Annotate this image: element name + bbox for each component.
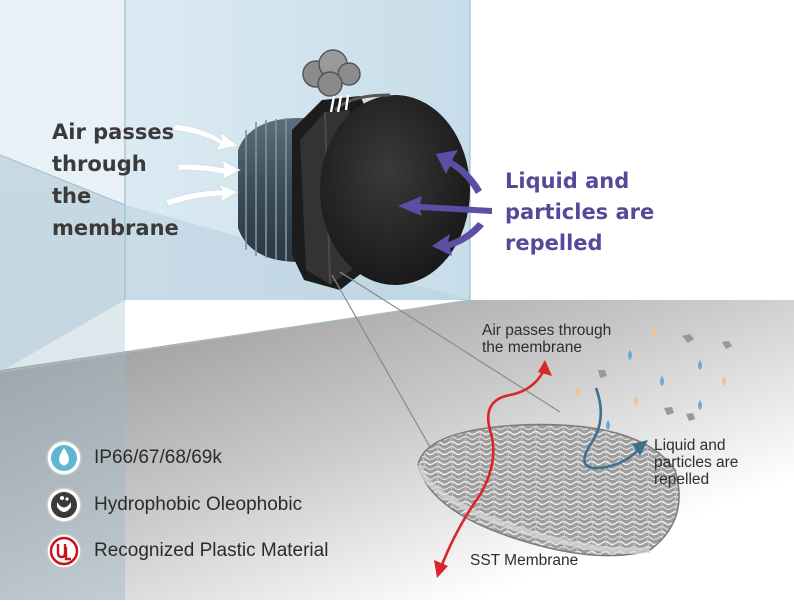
- feature-label: Recognized Plastic Material: [94, 540, 329, 561]
- vapor-cloud-icon: [302, 49, 361, 113]
- sst-membrane-label: SST Membrane: [470, 552, 579, 569]
- air-inflow-arrows: [165, 123, 241, 207]
- liquid-repelled-line: repelled: [505, 231, 603, 255]
- repel-arrows: [398, 150, 492, 256]
- air-passes-line: membrane: [52, 216, 179, 240]
- liquid-repelled-label: Liquid and particles are repelled: [505, 166, 654, 259]
- particles: [576, 326, 732, 430]
- air-passes-line: through: [52, 152, 147, 176]
- sst-membrane-disc: [415, 423, 680, 557]
- liquid-repelled-line: Liquid and: [505, 169, 630, 193]
- membrane-air-line: the membrane: [482, 339, 582, 356]
- air-passes-line: Air passes: [52, 120, 175, 144]
- membrane-air-line: Air passes through: [482, 322, 612, 339]
- membrane-air-label: Air passes through the membrane: [482, 322, 611, 356]
- leaf-shield-icon: [46, 487, 82, 523]
- ul-mark-icon: [46, 533, 82, 569]
- air-passes-line: the: [52, 184, 92, 208]
- wall-left-face: [0, 0, 125, 205]
- membrane-liquid-line: particles are: [654, 454, 739, 471]
- feature-ip-rating: IP66/67/68/69k: [46, 440, 222, 476]
- membrane-liquid-line: repelled: [654, 471, 710, 488]
- air-path-arrow: [434, 360, 552, 578]
- water-drop-icon: [46, 440, 82, 476]
- feature-label: Hydrophobic Oleophobic: [94, 494, 303, 515]
- membrane-liquid-label: Liquid and particles are repelled: [654, 437, 738, 488]
- air-passes-label: Air passes through the membrane: [52, 116, 179, 244]
- feature-hydrophobic: Hydrophobic Oleophobic: [46, 487, 302, 523]
- callout-leader-lines: [331, 271, 561, 448]
- liquid-repelled-line: particles are: [505, 200, 655, 224]
- wall-shadow: [0, 155, 125, 600]
- feature-label: IP66/67/68/69k: [94, 447, 222, 468]
- vent-plug: [238, 93, 470, 290]
- feature-ul-material: Recognized Plastic Material: [46, 533, 328, 569]
- liquid-repel-arrow: [583, 387, 648, 470]
- membrane-liquid-line: Liquid and: [654, 437, 726, 454]
